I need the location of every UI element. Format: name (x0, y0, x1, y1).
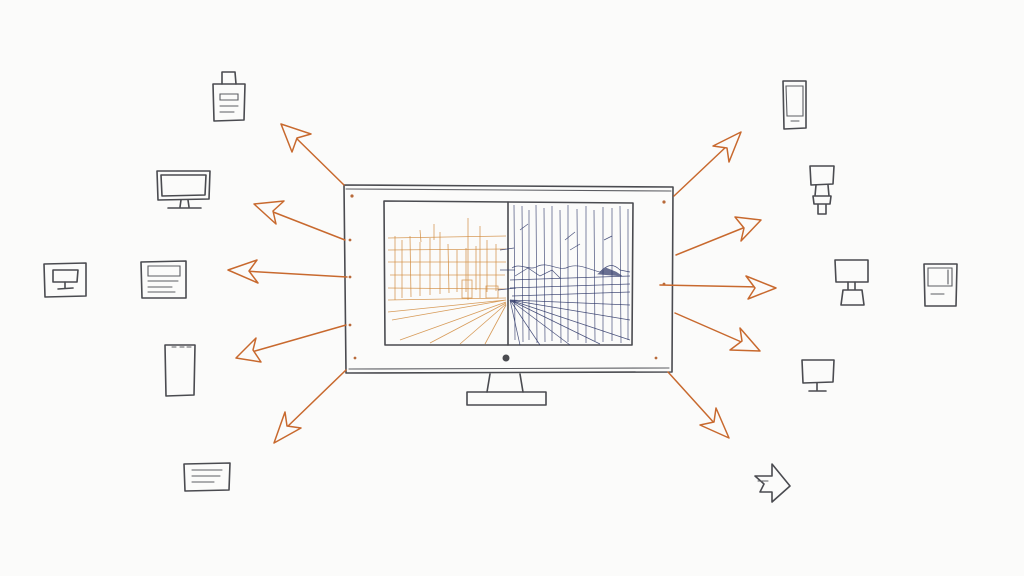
form-icon (140, 260, 187, 299)
screen-left-orange-sketch (387, 218, 507, 345)
arrow-right-2 (659, 275, 777, 300)
arrow-left-3 (235, 324, 347, 363)
central-monitor (343, 184, 674, 406)
arrow-left-2 (227, 259, 348, 284)
badge-icon (212, 71, 246, 122)
document-icon (183, 462, 231, 492)
arrow-right-3 (674, 312, 761, 352)
cabinet-icon (923, 263, 958, 307)
tablet-icon (164, 344, 196, 397)
small-monitor-right-icon (801, 359, 835, 392)
arrow-lower-left (273, 369, 347, 444)
arrow-lower-right (667, 371, 730, 439)
arrow-upper-left (280, 123, 345, 186)
arrow-left-1 (253, 200, 346, 241)
kiosk-icon (834, 259, 869, 306)
arrow-right-1 (675, 216, 762, 256)
share-arrow-icon (754, 463, 791, 503)
power-button (502, 354, 510, 362)
small-monitor-icon (43, 262, 87, 298)
screen-right-blue-sketch (509, 204, 631, 346)
projector-icon (809, 165, 835, 215)
phone-icon (782, 80, 807, 130)
monitor-screen (383, 200, 634, 346)
monitor-icon (156, 170, 211, 209)
arrow-upper-right (673, 131, 742, 197)
